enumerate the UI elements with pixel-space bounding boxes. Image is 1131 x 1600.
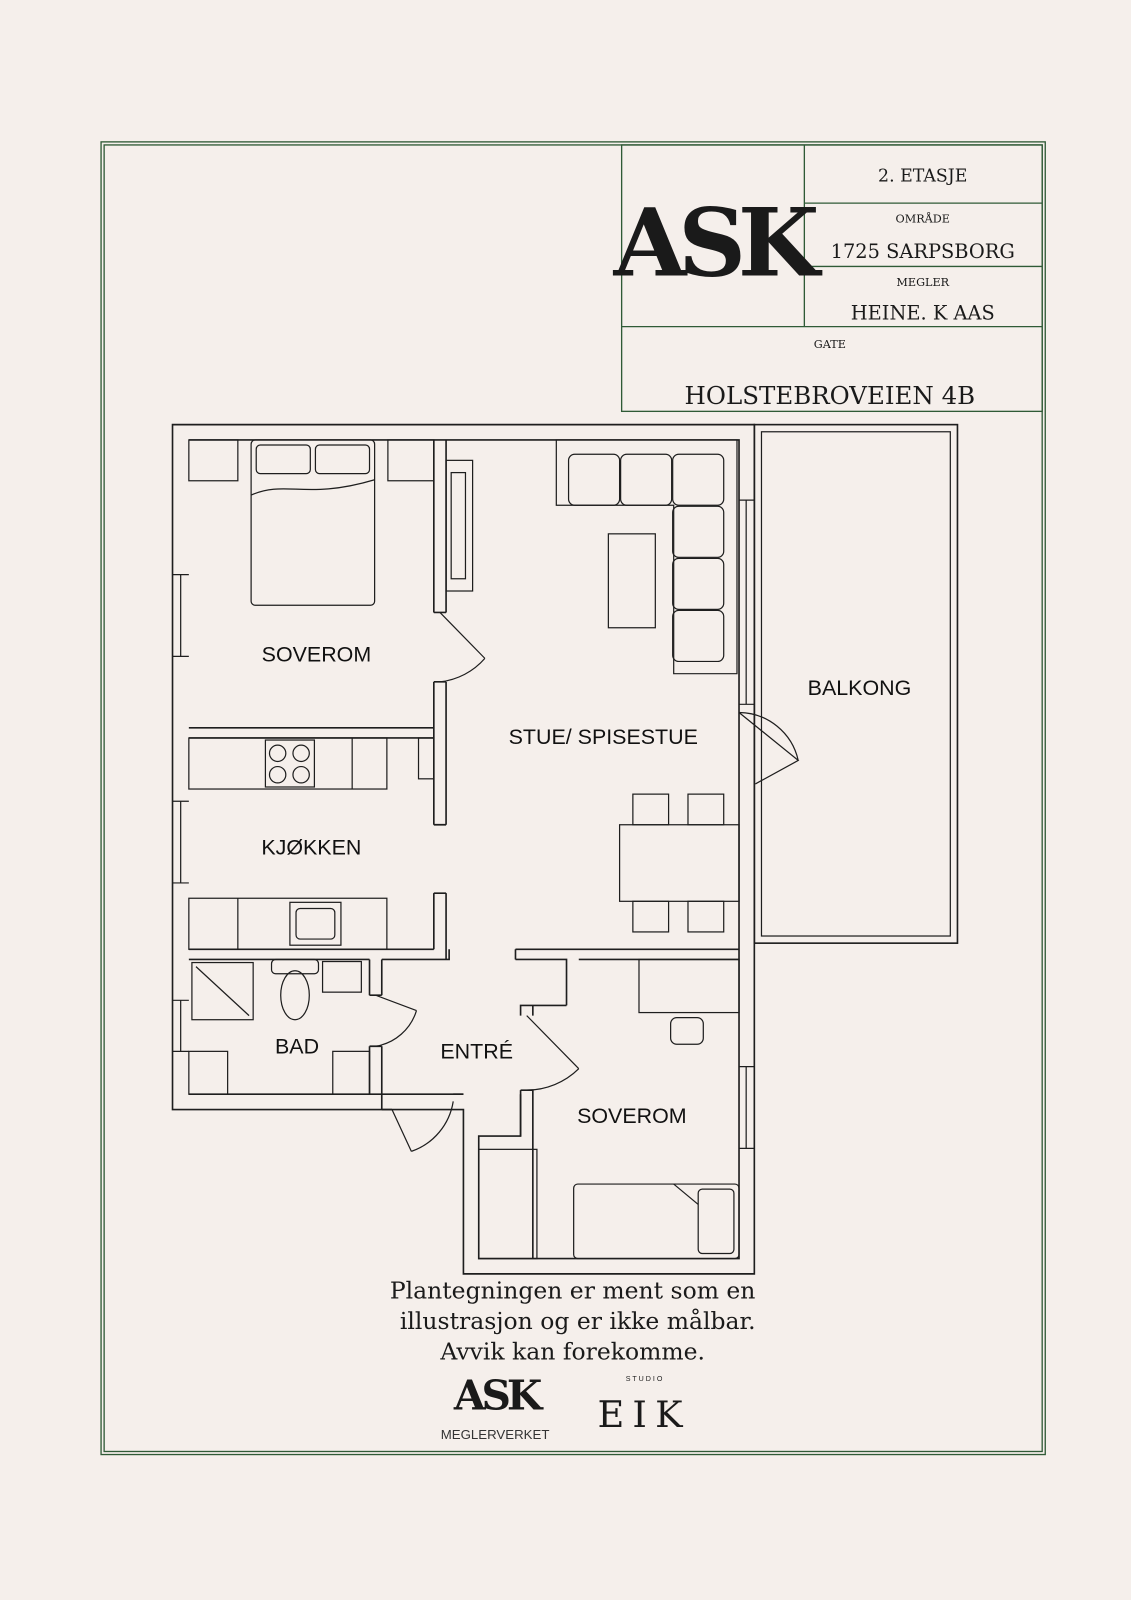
- ask-meglerverket-logo: ASK MEGLERVERKET: [441, 1372, 550, 1443]
- title-block: ASK 2. ETASJE OMRÅDE 1725 SARPSBORG MEGL…: [613, 144, 1043, 413]
- sofa-icon: [555, 439, 738, 675]
- page-frame: [100, 141, 1046, 1456]
- street-value: HOLSTEBROVEIEN 4B: [685, 381, 976, 410]
- disclaimer-line: Plantegningen er ment som en: [390, 1276, 756, 1304]
- room-labels: SOVEROM STUE/ SPISESTUE BALKONG KJØKKEN …: [261, 642, 911, 1127]
- double-bed-icon: [250, 439, 376, 606]
- doors: [375, 612, 580, 1152]
- svg-text:MEGLERVERKET: MEGLERVERKET: [441, 1427, 550, 1442]
- room-label-entrance: ENTRÉ: [440, 1039, 513, 1064]
- chair-icon: [670, 1017, 704, 1045]
- room-label-living: STUE/ SPISESTUE: [509, 725, 698, 749]
- bathroom-sink-icon: [321, 960, 362, 993]
- stove-icon: [264, 739, 316, 788]
- room-label-bathroom: BAD: [275, 1034, 319, 1058]
- balcony: [753, 423, 959, 944]
- shower-icon: [191, 961, 254, 1021]
- svg-text:ASK: ASK: [613, 189, 823, 299]
- area-value: 1725 SARPSBORG: [831, 240, 1015, 263]
- svg-text:ASK: ASK: [453, 1372, 544, 1420]
- desk-icon: [638, 958, 740, 1014]
- wardrobe-icon: [478, 1148, 538, 1260]
- street-label: GATE: [814, 338, 846, 351]
- floor-label: 2. ETASJE: [878, 167, 967, 187]
- disclaimer-line: illustrasjon og er ikke målbar.: [400, 1306, 756, 1335]
- ask-logo: ASK: [613, 189, 831, 299]
- coffee-table-icon: [607, 533, 656, 629]
- toilet-icon: [270, 958, 320, 975]
- furniture: [188, 439, 740, 1260]
- area-label: OMRÅDE: [896, 212, 950, 226]
- svg-text:EIK: EIK: [597, 1393, 690, 1436]
- broker-label: MEGLER: [896, 276, 949, 289]
- sink-icon: [289, 901, 342, 946]
- disclaimer-line: Avvik kan forekomme.: [439, 1338, 705, 1366]
- room-label-kitchen: KJØKKEN: [261, 835, 361, 859]
- tv-unit-icon: [445, 459, 474, 592]
- kitchen-counter-icon: [188, 737, 435, 950]
- studio-eik-logo: S T U D I O EIK: [597, 1375, 690, 1436]
- broker-value: HEINE. K AAS: [851, 301, 995, 324]
- room-label-bedroom2: SOVEROM: [577, 1104, 687, 1128]
- dining-table-icon: [618, 793, 740, 933]
- single-bed-icon: [573, 1183, 740, 1260]
- room-label-bedroom1: SOVEROM: [262, 642, 372, 666]
- room-label-balcony: BALKONG: [808, 676, 912, 700]
- disclaimer: Plantegningen er ment som en illustrasjo…: [390, 1276, 756, 1365]
- svg-text:S T U D I O: S T U D I O: [626, 1375, 663, 1383]
